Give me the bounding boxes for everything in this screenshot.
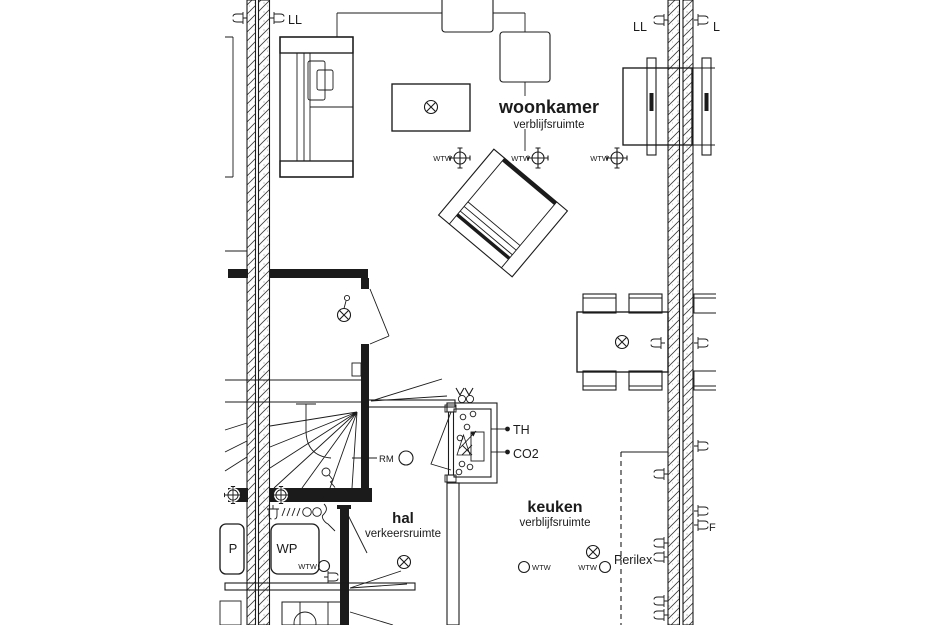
heat-pump-label: WP: [277, 541, 298, 556]
staircase: [224, 379, 361, 489]
wtw-label: WTW: [590, 154, 610, 163]
socket-icon: [653, 13, 669, 27]
tv-cabinet: [622, 57, 715, 156]
shaft-equipment: [455, 410, 485, 476]
thermostat-label: TH: [513, 423, 530, 437]
wtw-crosshair-icon: [449, 147, 471, 169]
conduit-label: L: [713, 20, 720, 34]
socket-icon: [650, 336, 666, 350]
ceiling-light-icon: [396, 554, 412, 570]
kitchen-counter: [620, 451, 668, 625]
party-wall-left: [246, 0, 271, 625]
ceiling-light-icon: [423, 99, 439, 115]
socket-icon: [693, 13, 709, 27]
socket-icon: [693, 336, 709, 350]
sofa: [279, 36, 354, 178]
room-label-keuken: keuken verblijfsruimte: [520, 499, 591, 529]
wtw-label: WTW: [511, 154, 531, 163]
conduit-label: LL: [288, 13, 302, 27]
neighbor-heat-pump-stub: P: [219, 523, 245, 575]
socket-icon: [693, 439, 709, 453]
co2-sensor-point: CO2: [491, 447, 539, 461]
dining-chairs: [582, 293, 663, 391]
socket-icon: [653, 608, 669, 622]
heat-pump-closet: WP WTW: [270, 523, 339, 584]
wtw-label: WTW: [298, 562, 318, 571]
co2-label: CO2: [513, 447, 539, 461]
dining-table: [576, 293, 716, 391]
room-label-woonkamer: woonkamer verblijfsruimte: [498, 97, 599, 131]
room-type: verblijfsruimte: [514, 119, 585, 131]
socket-icon: [693, 518, 709, 532]
socket-icon: [653, 594, 669, 608]
door-swings: [347, 288, 448, 625]
extractor-icon: [455, 387, 475, 404]
coffee-table: [391, 83, 471, 132]
thermostat-point: TH: [491, 423, 530, 437]
wtw-label: WTW: [532, 563, 552, 572]
socket-icon: [269, 11, 285, 25]
wtw-valve-icon: [317, 559, 331, 573]
perilex-label: Perilex: [614, 553, 653, 567]
furniture-connector-lines: [336, 12, 526, 151]
switch-cord-icon: [321, 503, 336, 532]
side-table-right: [499, 31, 551, 83]
armchair: [437, 148, 569, 278]
room-label-hal: hal verkeersruimte: [365, 510, 441, 540]
wtw-valve-icon: [598, 560, 612, 574]
neighbor-heat-pump-label: P: [229, 541, 238, 556]
wtw-label: WTW: [578, 563, 598, 572]
wtw-crosshair-icon: [527, 147, 549, 169]
wall-sockets: [225, 11, 709, 622]
ceiling-light-icon: [614, 334, 630, 350]
wtw-crosshair-icon: [606, 147, 628, 169]
socket-icon: [653, 536, 669, 550]
room-type: verkeersruimte: [365, 528, 441, 540]
switch-icon: [321, 467, 336, 488]
walk-line: [296, 403, 332, 459]
fixture-label: F: [709, 522, 716, 534]
wtw-label: WTW: [433, 154, 453, 163]
closet-electrical-cluster: [266, 503, 336, 532]
neighbor-chair-stubs: [693, 293, 716, 391]
room-type: verblijfsruimte: [520, 517, 591, 529]
neighbor-sofa-stub: [225, 36, 234, 178]
wtw-points: WTW WTW WTW: [224, 147, 628, 504]
room-name: keuken: [527, 499, 582, 516]
toilet-room: [219, 600, 349, 625]
room-name: woonkamer: [498, 97, 599, 117]
socket-icon: [653, 467, 669, 481]
kitchen-wtw-valves: WTW WTW: [517, 560, 612, 574]
side-table-top: [441, 0, 494, 33]
room-name: hal: [392, 510, 414, 527]
socket-icon: [653, 550, 669, 564]
conduit-label: LL: [633, 20, 647, 34]
party-wall-right: [667, 0, 694, 625]
socket-icon: [232, 11, 248, 25]
smoke-detector: RM: [352, 450, 414, 466]
socket-icon: [323, 570, 339, 584]
wtw-valve-icon: [517, 560, 531, 574]
socket-icon: [693, 504, 709, 518]
ceiling-light-icon: [585, 544, 601, 560]
smoke-detector-icon: [398, 450, 414, 466]
smoke-detector-label: RM: [379, 454, 394, 465]
technical-shaft: TH CO2: [430, 387, 539, 484]
wall-lamp-icon: [336, 294, 352, 323]
